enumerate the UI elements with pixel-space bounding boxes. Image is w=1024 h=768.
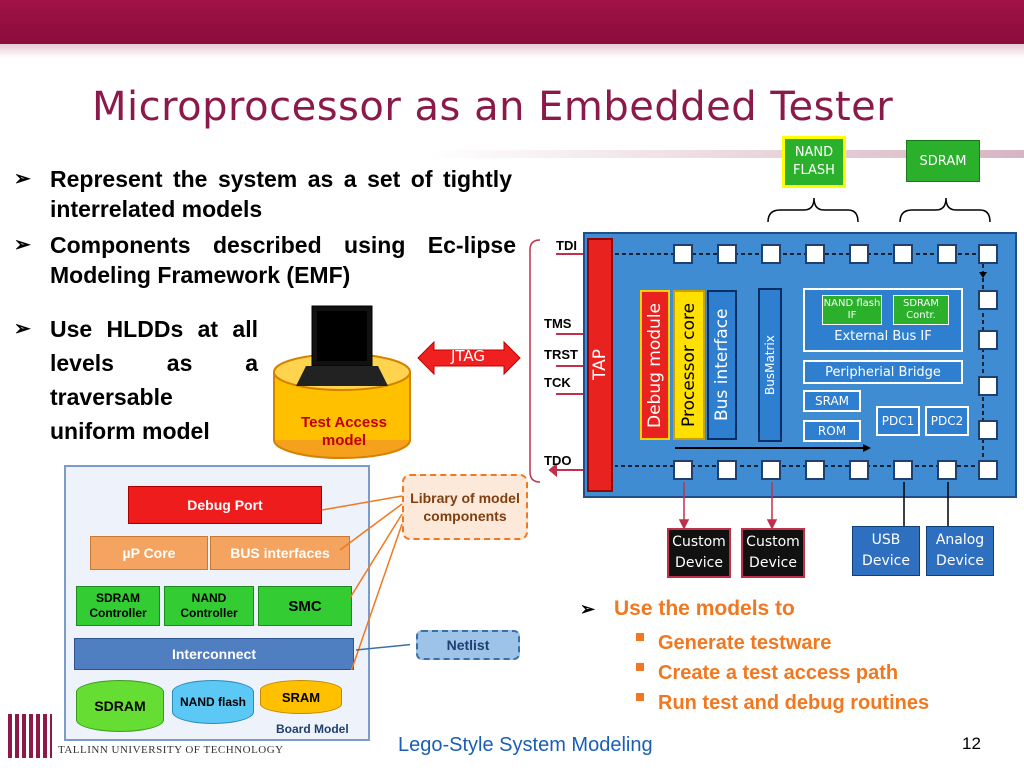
scan-cell [978, 376, 998, 396]
scan-cell [673, 244, 693, 264]
scan-cell [849, 460, 869, 480]
slide-title: Microprocessor as an Embedded Tester [92, 84, 894, 130]
signal-trst: TRST [544, 347, 578, 362]
bus-interface: Bus interface [707, 290, 737, 440]
debug-module: Debug module [640, 290, 670, 440]
footer-topic: Lego-Style System Modeling [398, 734, 653, 756]
sdram-contr: SDRAM Contr. [893, 295, 949, 325]
university-name: TALLINN UNIVERSITY OF TECHNOLOGY [58, 744, 284, 756]
lego-bus-interfaces: BUS interfaces [210, 536, 350, 570]
scan-cell [761, 244, 781, 264]
scan-cell [978, 290, 998, 310]
lego-sdram-controller: SDRAM Controller [76, 586, 160, 626]
use-model-item: Create a test access path [636, 658, 929, 688]
library-arrows [321, 495, 410, 670]
scan-cell [805, 460, 825, 480]
page-number: 12 [962, 734, 981, 753]
pdc2-block: PDC2 [925, 406, 969, 436]
bottom-arrows [678, 482, 949, 530]
scan-chain [615, 253, 987, 467]
header-bar [0, 0, 1024, 44]
nand-flash-if: NAND flash IF [822, 295, 882, 325]
lego-sram: SRAM [260, 680, 342, 714]
scan-cell [717, 244, 737, 264]
nand-flash-device: NAND FLASH [782, 136, 846, 188]
signal-tck: TCK [544, 375, 571, 390]
scan-cell [893, 244, 913, 264]
bullet-3: ➢ Use HLDDs at all levels as a traversab… [14, 312, 258, 448]
arrow-bullet-icon: ➢ [580, 599, 596, 619]
arrow-bullet-icon: ➢ [14, 168, 31, 190]
tap-block: TAP [587, 238, 613, 492]
custom-device-1: Custom Device [667, 528, 731, 578]
use-model-item: Generate testware [636, 628, 929, 658]
lego-nand-controller: NAND Controller [164, 586, 254, 626]
square-bullet-icon [636, 693, 644, 701]
jtag-label: JTAG [450, 347, 486, 365]
lego-interconnect: Interconnect [74, 638, 354, 670]
custom-device-2: Custom Device [741, 528, 805, 578]
scan-cell [978, 460, 998, 480]
scan-cell [893, 460, 913, 480]
test-access-label: Test Access model [301, 414, 387, 449]
arrow-bullet-icon: ➢ [14, 234, 31, 256]
use-models-block: ➢ Use the models to Generate testware Cr… [580, 596, 929, 718]
lego-debug-port: Debug Port [128, 486, 322, 524]
title-underline [430, 150, 1024, 158]
signal-tms: TMS [544, 316, 572, 331]
scan-cell [937, 244, 957, 264]
test-access-graphic [273, 305, 521, 459]
university-logo [8, 714, 52, 758]
bullet-1-text: Represent the system as a set of tightly… [50, 166, 512, 222]
bullet-2-text: Components described using Ec-lipse Mode… [50, 232, 516, 288]
arrow-bullet-icon: ➢ [14, 318, 31, 340]
bullet-1: ➢ Represent the system as a set of tight… [14, 164, 512, 224]
scan-cell [717, 460, 737, 480]
scan-cell [673, 460, 693, 480]
square-bullet-icon [636, 663, 644, 671]
netlist-box: Netlist [416, 630, 520, 660]
lego-up-core: µP Core [90, 536, 208, 570]
signal-tdi: TDI [556, 238, 577, 253]
sdram-device: SDRAM [906, 140, 980, 182]
sram-block: SRAM [803, 390, 861, 412]
square-bullet-icon [636, 633, 644, 641]
rom-block: ROM [803, 420, 861, 442]
bullet-2: ➢ Components described using Ec-lipse Mo… [14, 230, 516, 290]
pdc1-block: PDC1 [876, 406, 920, 436]
scan-cell [849, 244, 869, 264]
bullet-3-text: Use HLDDs at all levels as a traversable… [50, 316, 258, 444]
usb-device: USB Device [852, 526, 920, 576]
lego-smc: SMC [258, 586, 352, 626]
scan-cell [978, 330, 998, 350]
header-gradient [0, 44, 1024, 58]
lego-sdram: SDRAM [76, 680, 164, 732]
processor-core: Processor core [673, 290, 705, 440]
external-bus-if-label: External Bus IF [834, 328, 932, 344]
use-models-heading: Use the models to [614, 597, 795, 620]
top-braces [767, 197, 991, 223]
scan-cell [805, 244, 825, 264]
analog-device: Analog Device [926, 526, 994, 576]
use-model-item: Run test and debug routines [636, 688, 929, 718]
busmatrix: BusMatrix [758, 288, 782, 442]
lego-nand-flash: NAND flash [172, 680, 254, 724]
board-model-label: Board Model [276, 722, 349, 736]
scan-cell [978, 420, 998, 440]
peripheral-bridge: Peripherial Bridge [803, 360, 963, 384]
scan-cell [761, 460, 781, 480]
signal-tdo: TDO [544, 453, 572, 468]
scan-cell [978, 244, 998, 264]
scan-cell [937, 460, 957, 480]
library-box: Library of model components [402, 474, 528, 540]
